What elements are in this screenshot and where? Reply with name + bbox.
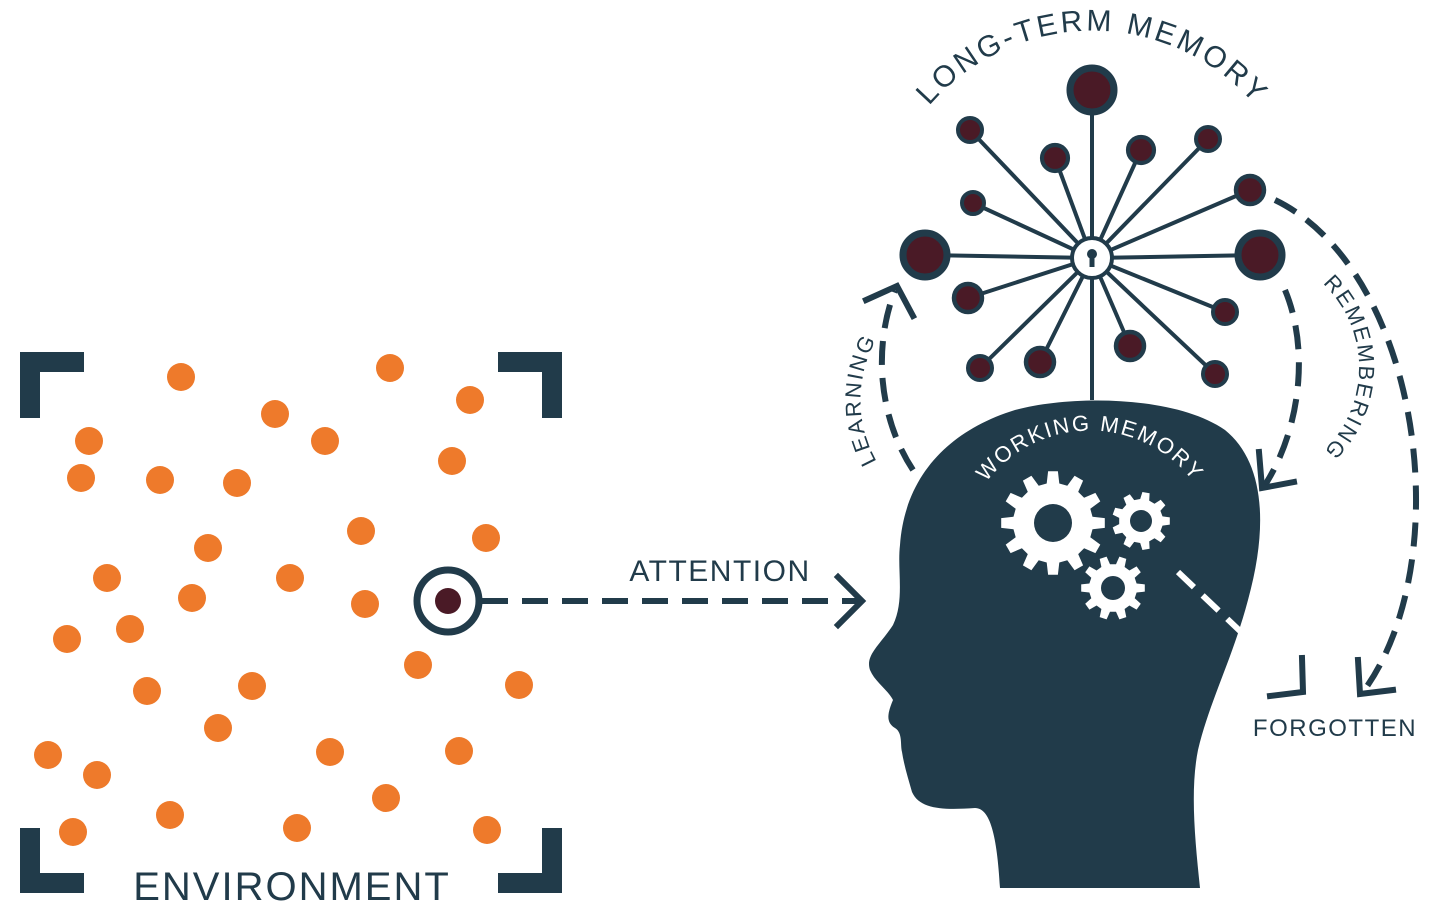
- stimulus-dot: [167, 363, 195, 391]
- stimulus-dot: [59, 818, 87, 846]
- attention-arrow: [482, 572, 867, 630]
- memory-hub-keyhole-icon: [1070, 236, 1114, 280]
- learning-label: LEARNING: [840, 330, 881, 471]
- memory-node: [1211, 298, 1239, 326]
- stimulus-dot: [445, 737, 473, 765]
- stimulus-dot: [178, 584, 206, 612]
- stimulus-dot: [53, 625, 81, 653]
- stimulus-dot: [34, 741, 62, 769]
- network-link: [924, 253, 1093, 260]
- memory-node: [1113, 329, 1147, 363]
- attention-target-icon: [413, 566, 483, 636]
- gear-icon: [1081, 556, 1145, 620]
- stimulus-dot: [223, 469, 251, 497]
- memory-node: [1023, 345, 1057, 379]
- memory-node: [1233, 173, 1267, 207]
- forgetting-arrow: [1175, 569, 1307, 700]
- forgotten-label: FORGOTTEN: [1253, 715, 1417, 742]
- memory-node: [951, 281, 985, 315]
- network-link: [978, 256, 1094, 370]
- gear-icon: [1112, 492, 1170, 550]
- environment-frame: [20, 352, 562, 893]
- environment-stimuli: [34, 354, 533, 846]
- stimulus-dot: [472, 524, 500, 552]
- network-link: [968, 128, 1094, 260]
- stimulus-dot: [505, 671, 533, 699]
- stimulus-dot: [261, 400, 289, 428]
- stimulus-dot: [404, 651, 432, 679]
- stimulus-dot: [351, 590, 379, 618]
- stimulus-dot: [438, 447, 466, 475]
- stimulus-dot: [156, 801, 184, 829]
- frame-corner-bottom-right: [498, 828, 562, 893]
- network-link: [1091, 188, 1251, 260]
- memory-node: [960, 190, 986, 216]
- stimulus-dot: [456, 386, 484, 414]
- memory-node: [1234, 229, 1286, 281]
- stimulus-dot: [194, 534, 222, 562]
- long-term-memory-network: [899, 64, 1286, 400]
- stimulus-dot: [146, 466, 174, 494]
- remembering-arrow: [1255, 288, 1302, 492]
- network-link: [1091, 253, 1261, 260]
- frame-corner-top-left: [20, 352, 84, 418]
- working-memory-gears: [1001, 471, 1170, 620]
- memory-node: [956, 116, 984, 144]
- network-link: [1090, 256, 1217, 376]
- attention-label: ATTENTION: [629, 555, 810, 588]
- memory-node: [1125, 134, 1157, 166]
- stimulus-dot: [276, 564, 304, 592]
- memory-node: [1194, 125, 1222, 153]
- stimulus-dot: [238, 672, 266, 700]
- stimulus-dot: [83, 761, 111, 789]
- frame-corner-top-right: [498, 352, 562, 418]
- stimulus-dot: [67, 464, 95, 492]
- environment-label: ENVIRONMENT: [133, 865, 451, 909]
- learning-arrow: [862, 282, 918, 472]
- stimulus-dot: [311, 427, 339, 455]
- stimulus-dot: [204, 714, 232, 742]
- memory-node: [1066, 64, 1118, 116]
- memory-node: [966, 354, 994, 382]
- network-link: [1090, 137, 1210, 260]
- gear-icon: [1001, 471, 1105, 575]
- frame-corner-bottom-left: [20, 828, 84, 893]
- network-link: [1091, 256, 1226, 314]
- remembering-label: REMEMBERING: [1319, 270, 1379, 466]
- decay-arrow: [1273, 197, 1419, 698]
- memory-node: [899, 229, 951, 281]
- stimulus-dot: [372, 784, 400, 812]
- stimulus-dot: [75, 427, 103, 455]
- stimulus-dot: [347, 517, 375, 545]
- stimulus-dot: [283, 814, 311, 842]
- stimulus-dot: [116, 615, 144, 643]
- stimulus-dot: [93, 564, 121, 592]
- memory-node: [1201, 360, 1229, 388]
- stimulus-dot: [133, 677, 161, 705]
- stimulus-dot: [376, 354, 404, 382]
- memory-node: [1039, 142, 1071, 174]
- stimulus-dot: [316, 738, 344, 766]
- stimulus-dot: [473, 816, 501, 844]
